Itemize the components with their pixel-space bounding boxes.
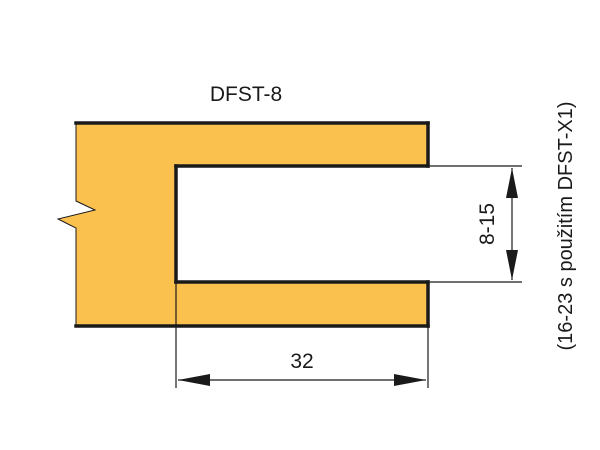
height-arrow-top xyxy=(506,168,518,198)
width-dimension xyxy=(175,282,429,388)
profile-outline xyxy=(74,121,430,328)
height-value: 8-15 xyxy=(476,203,499,245)
break-line xyxy=(56,123,97,326)
width-arrow-left xyxy=(178,374,210,386)
height-arrow-bottom xyxy=(506,250,518,280)
width-arrow-right xyxy=(394,374,426,386)
profile-section xyxy=(58,123,428,326)
width-value: 32 xyxy=(290,350,313,373)
profile-title: DFST-8 xyxy=(210,83,282,106)
height-note: (16-23 s použitím DFST-X1) xyxy=(555,102,577,351)
